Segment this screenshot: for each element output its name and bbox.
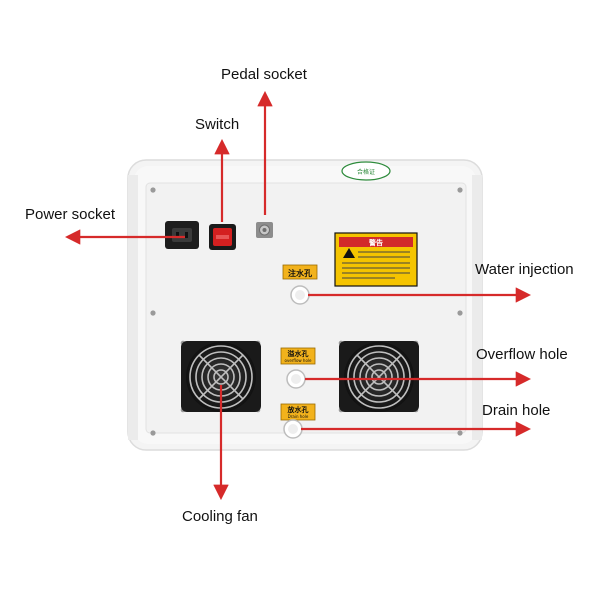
drain-tag [280, 403, 316, 421]
device-text: 合格证 警告 注水孔 溢水孔 overflow hole 放水孔 Drain h… [285, 168, 383, 419]
overflow-tag-subtext: overflow hole [285, 358, 313, 363]
overflow-hole-label: Overflow hole [476, 346, 568, 363]
callout-arrows [64, 90, 532, 501]
warning-sticker [334, 232, 418, 287]
water-injection-tag [282, 264, 318, 280]
power-socket [165, 221, 199, 249]
drain-hole-label: Drain hole [482, 402, 551, 419]
switch-label: Switch [195, 116, 240, 133]
water-injection-tag-text: 注水孔 [288, 268, 312, 278]
top-sticker-text: 合格证 [357, 168, 375, 176]
pedal-socket [256, 222, 273, 238]
cooling-fan-left [181, 341, 261, 412]
pedal-socket-label: Pedal socket [221, 66, 307, 83]
cooling-fan-label: Cooling fan [182, 508, 258, 525]
cooling-fan-right [339, 341, 419, 412]
drain-tag-subtext: Drain hole [288, 414, 309, 419]
power-switch [209, 224, 236, 250]
drain-tag-text: 放水孔 [287, 405, 309, 414]
power-socket-label: Power socket [25, 206, 116, 223]
overflow-tag [280, 347, 316, 365]
warning-title: 警告 [369, 238, 383, 247]
water-injection-label: Water injection [475, 261, 574, 278]
overflow-tag-text: 溢水孔 [288, 349, 309, 358]
top-sticker [341, 161, 391, 181]
